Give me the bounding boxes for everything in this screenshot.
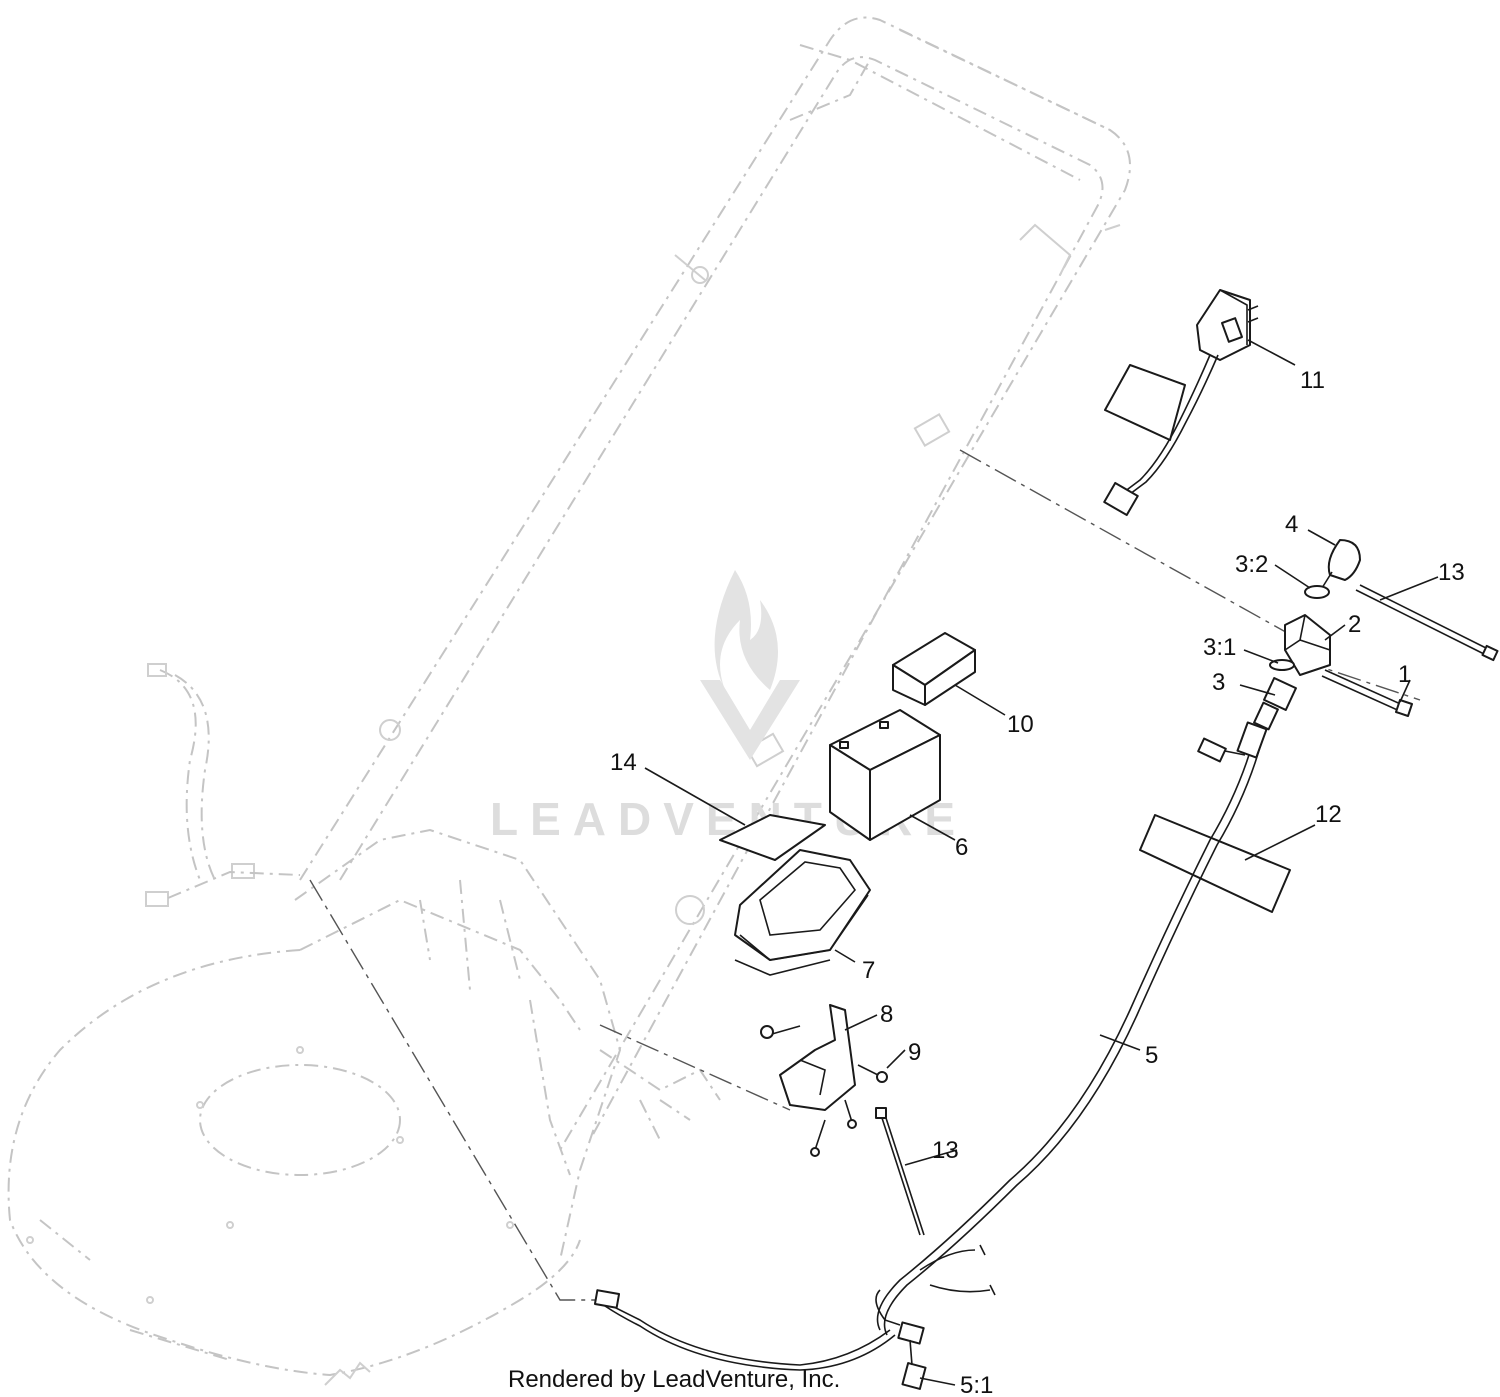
battery-pad [719, 814, 826, 861]
callout-1: 1 [1398, 661, 1411, 688]
battery-charger [1103, 289, 1259, 517]
callout-3: 3 [1212, 669, 1225, 696]
callout-2: 2 [1348, 611, 1361, 638]
screw-lower-right [844, 1099, 857, 1129]
callout-5-1: 5:1 [960, 1372, 993, 1397]
screw-lower-left [810, 1119, 826, 1157]
callout-8: 8 [880, 1001, 893, 1028]
callout-13-lower: 13 [932, 1137, 959, 1164]
key-switch-housing [1284, 614, 1331, 676]
wiring-harness [593, 721, 1268, 1371]
callout-12: 12 [1315, 801, 1342, 828]
foam-block [892, 632, 976, 706]
callout-14: 14 [610, 749, 637, 776]
callout-3-1: 3:1 [1203, 634, 1236, 661]
cable-tie-lower [875, 1107, 925, 1236]
callout-5: 5 [1145, 1042, 1158, 1069]
mounting-bracket [779, 1004, 856, 1111]
harness-connector [897, 1321, 927, 1390]
callout-4: 4 [1285, 511, 1298, 538]
callout-3-2: 3:2 [1235, 551, 1268, 578]
screw-9 [857, 1064, 888, 1083]
bolt [1321, 669, 1413, 717]
cable-tie-upper [1355, 584, 1499, 662]
charger-label [1104, 364, 1186, 441]
washer [1304, 585, 1330, 599]
battery-tray [734, 849, 871, 976]
decal [1139, 814, 1291, 913]
callout-7: 7 [862, 957, 875, 984]
callout-10: 10 [1007, 711, 1034, 738]
key-switch [1253, 677, 1297, 731]
callout-labels: 11 4 3:2 13 2 3:1 1 3 10 14 6 12 7 8 9 5… [610, 367, 1465, 1397]
callout-9: 9 [908, 1039, 921, 1066]
callout-6: 6 [955, 834, 968, 861]
leader-lines [644, 339, 1439, 1386]
render-credit: Rendered by LeadVenture, Inc. [508, 1366, 840, 1393]
callout-13-upper: 13 [1438, 559, 1465, 586]
battery [829, 709, 941, 841]
callout-11: 11 [1300, 367, 1325, 394]
mower-ghost-outline [7, 16, 1131, 1386]
flame-logo-icon [714, 570, 778, 690]
ignition-key [1321, 539, 1361, 589]
v-logo-icon [700, 680, 800, 760]
screw-top [760, 1025, 801, 1039]
